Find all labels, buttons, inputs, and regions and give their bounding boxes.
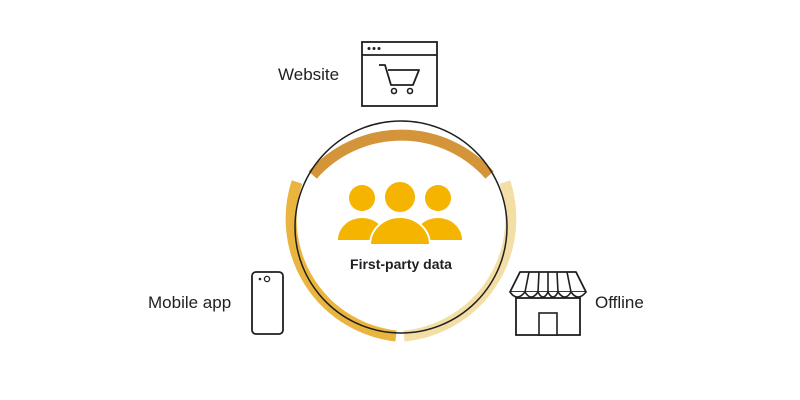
browser-cart-icon (361, 41, 438, 107)
people-group-icon (338, 180, 462, 246)
offline-label: Offline (595, 293, 644, 312)
inner-ring (294, 120, 508, 334)
storefront-icon (509, 271, 587, 336)
center-label: First-party data (350, 256, 452, 272)
smartphone-icon (251, 271, 284, 335)
website-label: Website (278, 65, 340, 84)
website-arc (308, 129, 494, 179)
mobile-app-label: Mobile app (148, 293, 232, 312)
